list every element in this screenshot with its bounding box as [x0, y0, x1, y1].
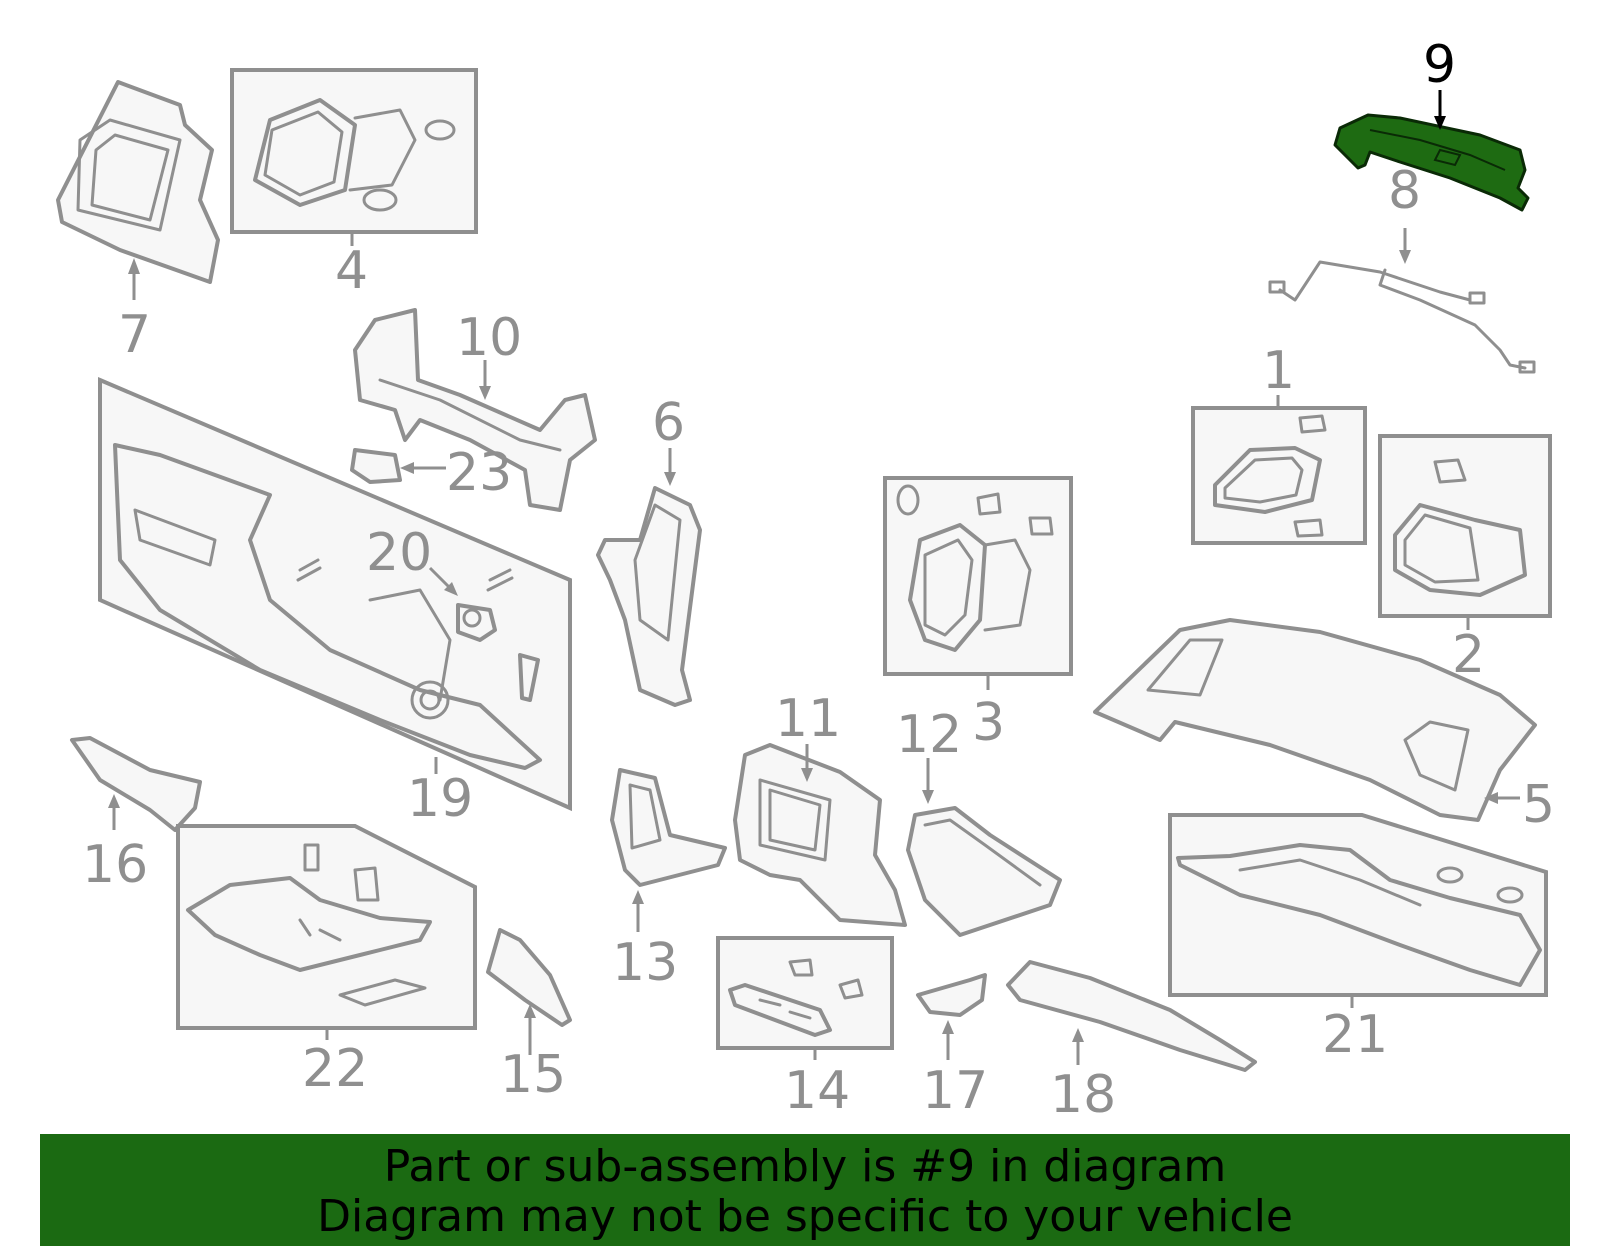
callout-8[interactable]: 8 — [1388, 161, 1421, 221]
callout-10[interactable]: 10 — [456, 308, 522, 368]
callout-18[interactable]: 18 — [1050, 1065, 1116, 1125]
part-12[interactable] — [906, 806, 1062, 937]
callout-23[interactable]: 23 — [446, 443, 512, 503]
part-13[interactable] — [610, 768, 727, 887]
part-22 — [186, 843, 432, 1007]
part-14 — [728, 958, 864, 1037]
callout-13[interactable]: 13 — [612, 933, 678, 993]
callout-7[interactable]: 7 — [118, 305, 151, 365]
part-15[interactable] — [486, 928, 572, 1027]
callout-11[interactable]: 11 — [775, 689, 841, 749]
part-23[interactable] — [350, 448, 402, 484]
part-2 — [1393, 458, 1527, 597]
part-1 — [1213, 414, 1327, 538]
part-20[interactable] — [456, 603, 497, 642]
part-7[interactable] — [56, 80, 220, 284]
callout-16[interactable]: 16 — [82, 835, 148, 895]
part-4 — [253, 98, 456, 212]
part-10[interactable] — [353, 308, 597, 512]
callout-14[interactable]: 14 — [784, 1061, 850, 1121]
callout-19[interactable]: 19 — [407, 769, 473, 829]
part-6[interactable] — [596, 486, 702, 707]
part-17[interactable] — [916, 973, 987, 1017]
callout-17[interactable]: 17 — [922, 1061, 988, 1121]
part-18[interactable] — [1006, 960, 1257, 1072]
callout-6[interactable]: 6 — [652, 393, 685, 453]
info-banner: Part or sub-assembly is #9 in diagram Di… — [40, 1134, 1570, 1246]
callout-9[interactable]: 9 — [1423, 35, 1456, 95]
callout-4[interactable]: 4 — [335, 241, 368, 301]
part-11[interactable] — [733, 743, 907, 927]
part-9[interactable] — [1333, 113, 1530, 212]
callout-15[interactable]: 15 — [500, 1045, 566, 1105]
callout-12[interactable]: 12 — [896, 705, 962, 765]
banner-line-1: Part or sub-assembly is #9 in diagram — [383, 1141, 1227, 1192]
banner-line-2: Diagram may not be specific to your vehi… — [317, 1191, 1293, 1242]
callout-3[interactable]: 3 — [972, 693, 1005, 753]
callout-21[interactable]: 21 — [1322, 1005, 1388, 1065]
callout-20[interactable]: 20 — [366, 523, 432, 583]
callout-5[interactable]: 5 — [1522, 775, 1555, 835]
part-19 — [113, 443, 542, 770]
part-16[interactable] — [70, 736, 202, 832]
part-4-box[interactable] — [230, 68, 478, 234]
part-21 — [1176, 843, 1542, 987]
part-5[interactable] — [1093, 618, 1537, 822]
callout-1[interactable]: 1 — [1262, 341, 1295, 401]
callout-22[interactable]: 22 — [302, 1039, 368, 1099]
part-3 — [896, 484, 1054, 652]
part-8[interactable] — [1268, 260, 1536, 374]
